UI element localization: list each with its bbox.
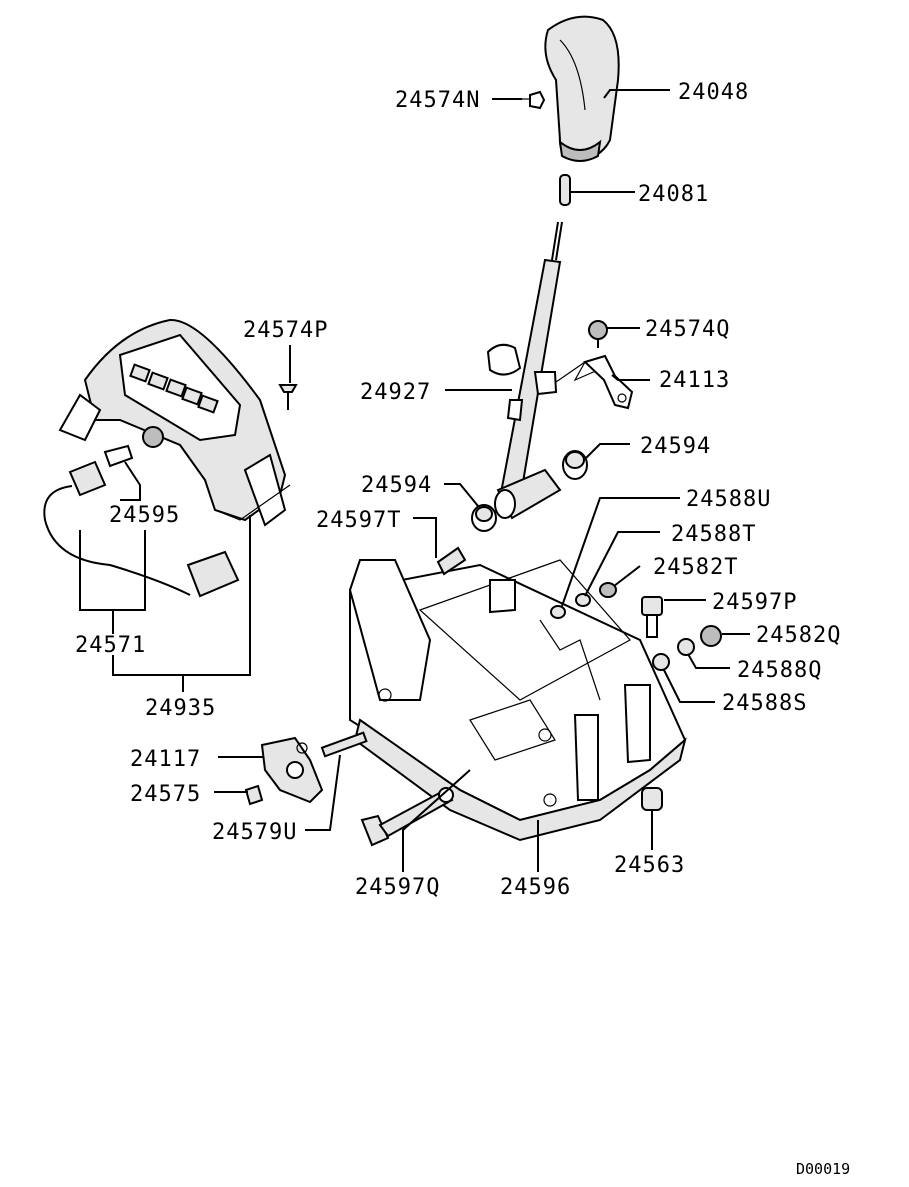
- shift-knob: [544, 15, 620, 162]
- nut-24582Q: [700, 625, 722, 647]
- label-24594-left: 24594: [361, 473, 432, 498]
- detent-plate-24117: [260, 736, 324, 804]
- washer-24588Q: [677, 638, 695, 656]
- bushing-24563: [641, 787, 663, 811]
- bolt-24574Q: [588, 320, 608, 348]
- label-24571: 24571: [75, 633, 146, 658]
- label-24574N: 24574N: [395, 88, 480, 113]
- bushing-24594-left: [471, 504, 497, 532]
- label-24594-right: 24594: [640, 434, 711, 459]
- leader-lines: [79, 89, 750, 872]
- label-24117: 24117: [130, 747, 201, 772]
- clip-24575: [244, 784, 264, 806]
- label-24597Q: 24597Q: [355, 875, 440, 900]
- label-24588S: 24588S: [722, 691, 807, 716]
- label-24575: 24575: [130, 782, 201, 807]
- indicator-panel: [58, 318, 291, 527]
- label-24582T: 24582T: [653, 555, 738, 580]
- sleeve-24594: [494, 468, 562, 520]
- label-24927: 24927: [360, 380, 431, 405]
- label-24588T: 24588T: [671, 522, 756, 547]
- bolt-24597P: [641, 596, 663, 638]
- label-24595: 24595: [109, 503, 180, 528]
- pin-24081: [559, 174, 571, 206]
- nut-24582T: [599, 582, 617, 598]
- bolt-24597T: [436, 546, 467, 576]
- wiring-harness: [43, 444, 240, 598]
- screw-24574P: [278, 384, 298, 410]
- washer-24588T: [575, 593, 591, 607]
- bracket-24113: [583, 354, 634, 410]
- label-24597P: 24597P: [712, 590, 797, 615]
- bushing-24594-right: [562, 450, 588, 480]
- diagram-code: D00019: [796, 1160, 850, 1178]
- label-24048: 24048: [678, 80, 749, 105]
- label-24588Q: 24588Q: [737, 658, 822, 683]
- part-labels: 24048 24574N 24081 24574P 24574Q 24927 2…: [75, 80, 841, 900]
- label-24582Q: 24582Q: [756, 623, 841, 648]
- label-24574Q: 24574Q: [645, 317, 730, 342]
- pin-24579U: [320, 731, 368, 758]
- label-24597T: 24597T: [316, 508, 401, 533]
- label-24574P: 24574P: [243, 318, 328, 343]
- label-24563: 24563: [614, 853, 685, 878]
- label-24579U: 24579U: [212, 820, 297, 845]
- shift-base-bracket: [348, 559, 687, 842]
- screw-24574N: [522, 90, 546, 110]
- washer-24588U: [550, 605, 566, 619]
- label-24935: 24935: [145, 696, 216, 721]
- label-24596: 24596: [500, 875, 571, 900]
- label-24588U: 24588U: [686, 487, 771, 512]
- label-24081: 24081: [638, 182, 709, 207]
- label-24113: 24113: [659, 368, 730, 393]
- washer-24588S: [652, 653, 670, 671]
